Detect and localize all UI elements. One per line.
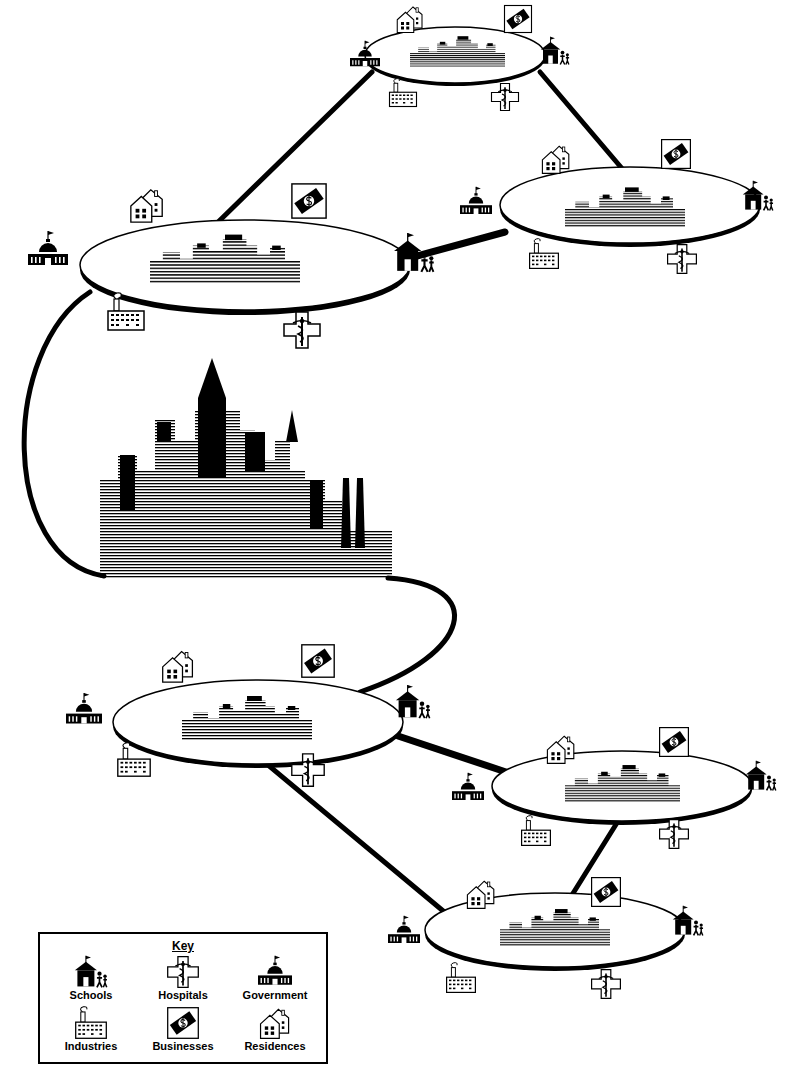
legend-icon	[166, 1006, 200, 1040]
legend-icon-shape	[258, 956, 292, 985]
town-skyline	[500, 909, 610, 946]
industry-icon	[522, 816, 551, 846]
legend-label: Residences	[244, 1040, 305, 1053]
legend-label: Government	[243, 989, 308, 1002]
school-icon	[743, 181, 773, 211]
legend-icon-shape	[168, 1008, 199, 1039]
legend-icon	[166, 955, 200, 989]
central-city	[100, 358, 392, 578]
industry-icon	[118, 743, 150, 776]
illustration-part	[492, 751, 752, 821]
town-skyline	[150, 235, 300, 283]
tower	[157, 422, 171, 442]
road	[262, 760, 448, 915]
town-skyline	[410, 36, 505, 67]
residence-icon	[397, 7, 422, 33]
illustration-part	[80, 220, 410, 310]
legend-icon-shape	[75, 956, 107, 987]
residence-icon	[131, 190, 162, 222]
hospital-icon	[284, 312, 320, 348]
tower	[120, 455, 135, 510]
town-oval	[66, 645, 430, 786]
legend-label: Hospitals	[158, 989, 208, 1002]
government-icon	[350, 41, 380, 67]
school-icon	[394, 233, 434, 272]
government-icon	[388, 916, 420, 943]
illustration-part	[113, 680, 403, 764]
legend-icon	[74, 1006, 108, 1040]
illustration-part	[365, 27, 545, 83]
legend-entry: Industries	[48, 1006, 134, 1053]
legend-icon	[258, 1006, 292, 1040]
town-oval	[460, 140, 773, 274]
industry-icon	[530, 239, 559, 269]
legend-entry: Businesses	[140, 1006, 226, 1053]
tower	[310, 480, 323, 528]
hospital-icon	[668, 245, 697, 274]
legend-entry: Residences	[232, 1006, 318, 1053]
legend-label: Schools	[70, 989, 113, 1002]
legend-label: Businesses	[152, 1040, 213, 1053]
school-icon	[746, 761, 776, 791]
school-icon	[541, 37, 569, 65]
smokestack	[341, 478, 351, 548]
legend-entry: Government	[232, 955, 318, 1002]
business-icon	[592, 878, 621, 907]
residence-icon	[542, 146, 568, 173]
town-oval	[388, 878, 703, 999]
government-icon	[460, 187, 492, 214]
business-icon	[660, 728, 689, 757]
government-icon	[66, 693, 102, 724]
legend-title: Key	[40, 939, 326, 953]
hospital-icon	[592, 970, 621, 999]
industry-icon	[390, 79, 417, 107]
residence-icon	[547, 736, 573, 763]
legend-icon-shape	[76, 1007, 107, 1039]
legend-icon	[74, 955, 108, 989]
industry-icon	[447, 963, 476, 993]
illustration-part	[500, 167, 760, 243]
town-skyline	[565, 765, 680, 802]
town-skyline	[565, 187, 685, 227]
tower	[198, 358, 226, 478]
town-skyline	[182, 696, 312, 740]
spire	[286, 410, 298, 442]
legend-icon-shape	[261, 1009, 289, 1038]
road	[398, 736, 506, 772]
hospital-icon	[660, 820, 689, 849]
hospital-icon	[492, 84, 519, 111]
legend-icon	[258, 955, 292, 989]
business-icon	[662, 140, 691, 169]
road	[360, 578, 455, 692]
business-icon	[505, 6, 532, 33]
business-icon	[302, 645, 334, 677]
town-oval	[28, 184, 434, 348]
industry-icon	[108, 293, 144, 330]
school-icon	[396, 685, 430, 718]
road	[212, 72, 372, 228]
legend-box: KeySchools Hospitals GovernmentIndustries B…	[38, 932, 328, 1064]
skyline-mass	[100, 410, 392, 578]
residence-icon	[163, 652, 193, 683]
legend-label: Industries	[65, 1040, 118, 1053]
business-icon	[292, 184, 326, 218]
legend-entry: Schools	[48, 955, 134, 1002]
school-icon	[673, 906, 703, 936]
town-oval	[452, 728, 776, 849]
government-icon	[28, 231, 68, 265]
legend-entry: Hospitals	[140, 955, 226, 1002]
legend-grid: Schools Hospitals GovernmentIndustries Busi…	[40, 953, 326, 1057]
hospital-icon	[292, 754, 324, 786]
government-icon	[452, 773, 484, 800]
tower	[245, 432, 265, 472]
smokestack	[355, 478, 365, 548]
legend-icon-shape	[168, 957, 199, 988]
town-oval	[350, 6, 569, 111]
residence-icon	[467, 881, 493, 908]
illustration-part	[425, 893, 685, 967]
road	[24, 292, 104, 576]
